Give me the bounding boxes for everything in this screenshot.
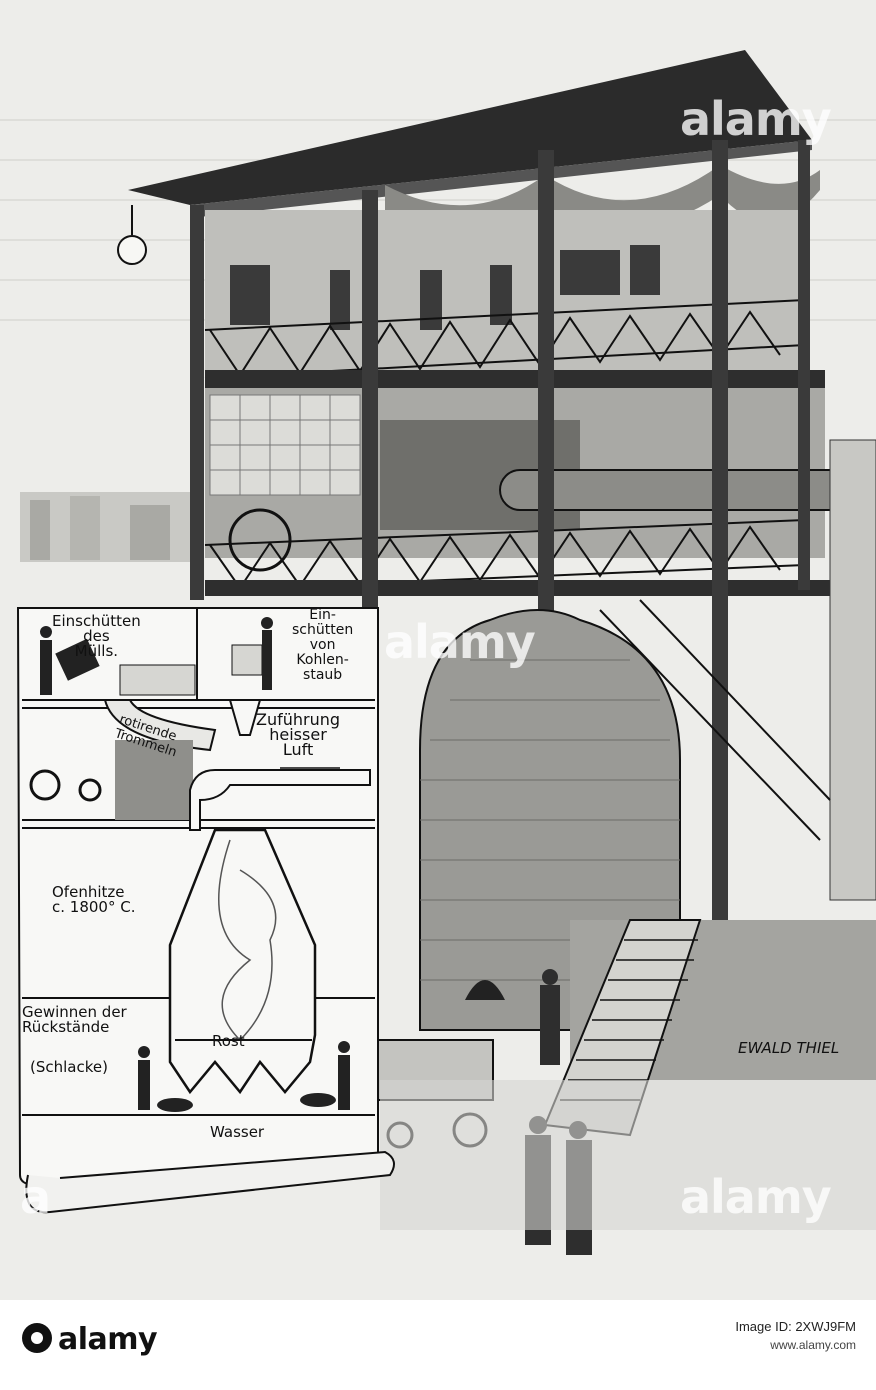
scroll-curl xyxy=(25,1150,395,1214)
window-grid xyxy=(209,394,361,496)
label-schlacke: (Schlacke) xyxy=(30,1058,108,1076)
watermark: alamy xyxy=(384,615,536,669)
scroll-diagram xyxy=(16,607,395,1214)
watermark: alamy xyxy=(680,1170,832,1224)
watermark: alamy xyxy=(680,92,832,146)
label-einschuetten-kohlenstaub: Ein- schütten von Kohlen- staub xyxy=(292,607,354,683)
label-wasser: Wasser xyxy=(210,1123,265,1141)
cobblestones xyxy=(380,1080,876,1230)
brand-name: alamy xyxy=(58,1322,158,1357)
furnace-building-drawing xyxy=(0,50,876,1255)
kiln-door xyxy=(465,980,505,1000)
roof xyxy=(128,50,812,205)
label-zufuehrung-luft: Zuführung heisser Luft xyxy=(256,710,341,759)
label-ofenhitze: Ofenhitze c. 1800° C. xyxy=(52,883,136,916)
hot-air-pipe xyxy=(499,469,876,511)
image-id: Image ID: 2XWJ9FM xyxy=(735,1319,856,1334)
label-gewinnen-rueckstaende: Gewinnen der Rückstände xyxy=(22,1003,127,1036)
artist-signature: EWALD THIEL xyxy=(738,1039,840,1057)
site-url[interactable]: www.alamy.com xyxy=(770,1338,856,1352)
label-einschuetten-muell: Einschütten des Mülls. xyxy=(52,612,141,660)
upper-staircase xyxy=(599,599,831,841)
furnace-section xyxy=(168,828,317,1095)
lamp xyxy=(117,235,147,265)
watermark: a xyxy=(20,1170,51,1224)
engraving-illustration: Einschütten des Mülls. Ein- schütten von… xyxy=(0,50,876,1255)
distant-town xyxy=(20,492,190,562)
alamy-logo-icon xyxy=(22,1323,52,1353)
flywheel xyxy=(228,508,292,572)
label-rost: Rost xyxy=(212,1032,245,1050)
stock-footer-bar: alamy Image ID: 2XWJ9FM www.alamy.com xyxy=(0,1300,876,1390)
image-credit: Image ID: 2XWJ9FM www.alamy.com xyxy=(735,1318,856,1354)
brand-logo[interactable]: alamy xyxy=(22,1322,158,1357)
chimney xyxy=(829,439,876,901)
